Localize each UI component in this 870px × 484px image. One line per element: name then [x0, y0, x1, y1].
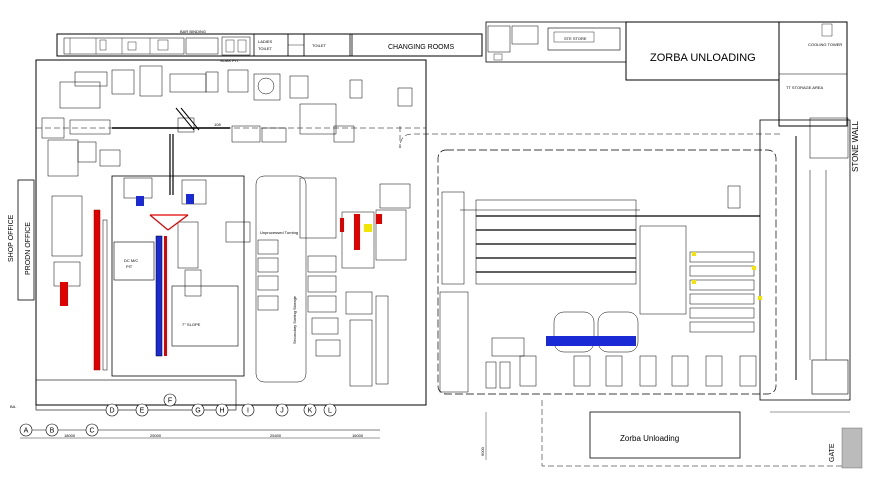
top-right-buildings [485, 21, 848, 127]
grid-bubble-i [241, 403, 255, 417]
grid-bubble-label: B [50, 428, 55, 435]
grid-bubble-h [215, 403, 229, 417]
grid-bubble-label: E [140, 408, 145, 415]
grid-bubble-label: J [280, 408, 284, 415]
grid-bubble-e [135, 403, 149, 417]
grid-bubble-c [85, 423, 99, 437]
grid-bubble-label: G [195, 408, 200, 415]
grid-bubble-l [323, 403, 337, 417]
ladies-toilet-label-1: LADIES [258, 39, 273, 44]
dimension-108-label: 108 [214, 122, 221, 127]
toilet-label: TOILET [312, 43, 326, 48]
tt-storage-area-label: TT STORAGE AREA [786, 85, 824, 90]
dim-25400: 25400 [270, 433, 282, 438]
grid-bubble-k [303, 403, 317, 417]
dc-mc-pit-label-1: DC M/C [124, 258, 138, 263]
grid-bubble-label: I [247, 408, 249, 415]
equipment-cluster-top [41, 65, 413, 195]
right-plant-walls [399, 117, 863, 469]
shredder-line-area [439, 136, 827, 393]
grid-bubble-label: H [219, 408, 224, 415]
secondary-sorting-label: Secondary Sorting Storage [292, 295, 297, 344]
grid-bubble-label: F [168, 398, 172, 405]
grid-bubble-b [45, 423, 59, 437]
dim-9000: 9000 [480, 446, 485, 456]
changing-rooms-label: CHANGING ROOMS [388, 44, 454, 51]
grid-bubble-label: A [24, 428, 29, 435]
unprocessed-turnings-label: Unprocessed Turning [260, 230, 298, 235]
grid-bubble-j [275, 403, 289, 417]
grid-bubble-d [105, 403, 119, 417]
grid-bubble-f [163, 393, 177, 407]
shop-office-label: SHOP OFFICE [8, 214, 15, 262]
dc-mc-pit-label-2: PIT [126, 264, 133, 269]
ba-label: BA. [10, 404, 16, 409]
dim-16000: 16000 [352, 433, 364, 438]
dim-25000: 25000 [150, 433, 162, 438]
prodn-office-label: PRODN OFFICE [25, 222, 32, 275]
dc-machine-area [51, 175, 245, 377]
gate-label: GATE [829, 443, 836, 462]
store-label: STE STORE [564, 36, 587, 41]
grid-bubble-a [19, 423, 33, 437]
ladies-toilet-label-2: TOILET [258, 46, 272, 51]
grid-bubble-g [191, 403, 205, 417]
grid-bubble-label: K [308, 408, 313, 415]
zorba-unloading-bottom-label: Zorba Unloading [620, 434, 679, 443]
dim-18000: 18000 [64, 433, 76, 438]
cooling-tower-label: COOLING TOWER [808, 42, 842, 47]
zorba-unloading-top-label: ZORBA UNLOADING [650, 52, 756, 64]
grid-bubbles: A B C D E F G H I J K L [19, 393, 337, 437]
top-building-strip [56, 33, 483, 57]
left-plant-walls [17, 59, 427, 411]
stone-wall-label: STONE WALL [851, 120, 860, 172]
grid-bubble-label: D [109, 408, 114, 415]
slope-label: 7° SLOPE [182, 322, 201, 327]
grid-bubble-label: C [89, 428, 94, 435]
secondary-sorting-area [225, 175, 411, 387]
bar-binding-label: BAR BINDING [180, 29, 206, 34]
grid-axis [20, 429, 380, 439]
grid-bubble-label: L [328, 408, 332, 415]
